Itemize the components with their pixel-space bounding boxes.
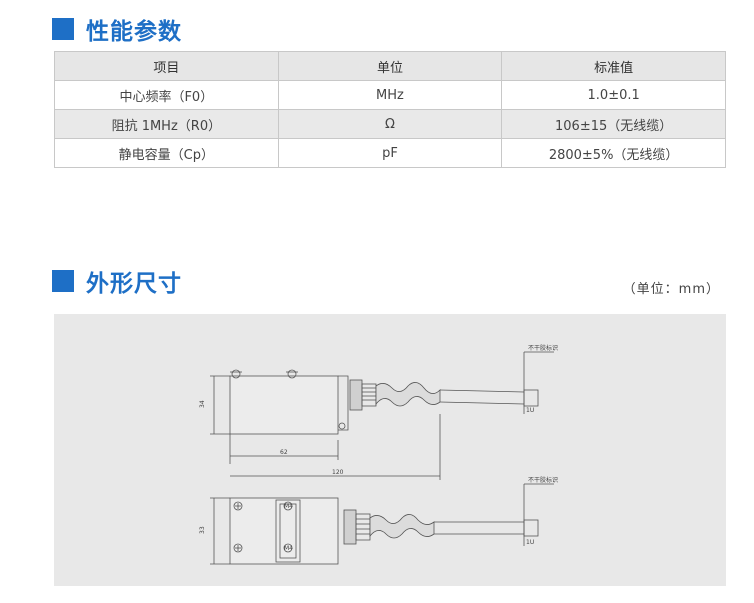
table-cell-value: 1.0±0.1 [501,80,726,110]
table-cell-unit: MHz [277,80,503,110]
table-header-unit: 单位 [277,51,503,81]
dimensions-section-header: 外形尺寸 [52,264,182,298]
spec-table: 项目 单位 标准值 中心频率（F0） MHz 1.0±0.1 阻抗 1MHz（R… [54,51,726,168]
dim-height-label-2: 33 [199,526,206,534]
technical-drawing: 34 不干胶标识 1U [199,344,558,565]
screw-label: M4 [284,503,293,510]
dimensions-section-title: 外形尺寸 [86,271,182,297]
table-cell-item: 静电容量（Cp） [54,138,279,168]
bottom-tag-code: 1U [526,539,534,546]
dim-width-label: 62 [280,449,288,456]
performance-section-header: 性能参数 [52,12,182,46]
table-cell-value: 106±15（无线缆） [501,109,726,139]
bottom-view: 33 M4 M4 不干胶标识 1U [199,476,558,565]
dim-total-label: 120 [332,469,344,476]
table-cell-item: 中心频率（F0） [54,80,279,110]
table-cell-unit: Ω [277,109,503,139]
screw-label: M4 [284,545,293,552]
table-row: 静电容量（Cp） pF 2800±5%（无线缆） [54,138,726,168]
table-cell-unit: pF [277,138,503,168]
top-tag-code: 1U [526,407,534,414]
table-header-value: 标准值 [501,51,726,81]
section-marker-icon [52,18,74,40]
table-row: 阻抗 1MHz（R0） Ω 106±15（无线缆） [54,109,726,139]
performance-section-title: 性能参数 [86,19,182,45]
section-marker-icon [52,270,74,292]
table-header-item: 项目 [54,51,279,81]
table-cell-item: 阻抗 1MHz（R0） [54,109,279,139]
table-header-row: 项目 单位 标准值 [54,51,726,81]
dim-height-label: 34 [199,400,206,408]
top-view: 34 不干胶标识 1U [199,344,558,480]
top-tag-label: 不干胶标识 [528,344,558,352]
unit-note: （单位：mm） [622,282,720,297]
table-row: 中心频率（F0） MHz 1.0±0.1 [54,80,726,110]
bottom-tag-label: 不干胶标识 [528,476,558,484]
dimension-drawing-panel: 34 不干胶标识 1U [54,314,726,586]
table-cell-value: 2800±5%（无线缆） [501,138,726,168]
